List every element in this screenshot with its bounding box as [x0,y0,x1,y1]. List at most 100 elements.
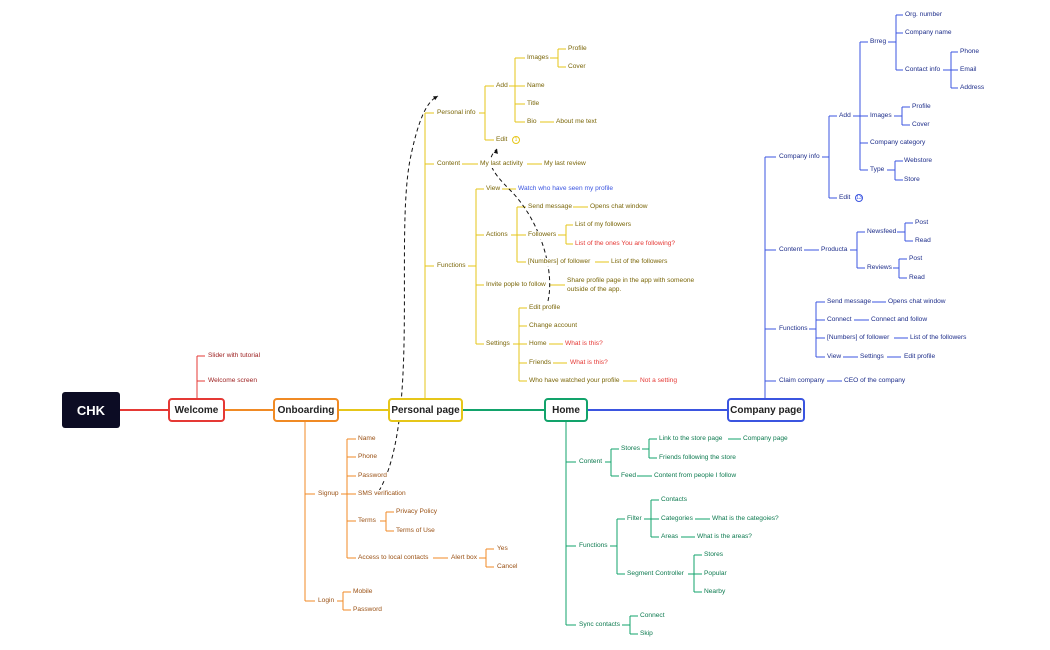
signup-node[interactable]: Signup [317,490,340,498]
home-content-node[interactable]: Content [578,458,604,466]
friends-following-store[interactable]: Friends following the store [658,454,737,462]
add-name[interactable]: Name [526,82,546,90]
company-numbers-of-follower[interactable]: [Numbers] of follower [826,334,891,342]
followers-node[interactable]: Followers [527,231,558,239]
company-name[interactable]: Company name [904,29,953,37]
segment-nearby[interactable]: Nearby [703,588,727,596]
share-profile-line2[interactable]: outside of the app. [566,286,623,294]
company-content-node[interactable]: Content [778,246,804,254]
newsfeed-post[interactable]: Post [914,219,930,227]
add-bio[interactable]: Bio [526,118,538,126]
company-edit-count-badge[interactable]: 13 [855,194,863,202]
type-store[interactable]: Store [903,176,921,184]
reviews-node[interactable]: Reviews [866,264,893,272]
company-images[interactable]: Images [869,112,893,120]
sync-connect[interactable]: Connect [639,612,666,620]
claim-company[interactable]: Claim company [778,377,826,385]
company-info-node[interactable]: Company info [778,153,821,161]
share-profile-line1[interactable]: Share profile page in the app with someo… [566,277,696,285]
terms-privacy[interactable]: Privacy Policy [395,508,439,516]
contact-email[interactable]: Email [959,66,978,74]
segment-popular[interactable]: Popular [703,570,728,578]
welcome-slider[interactable]: Slider with tutorial [207,352,262,360]
signup-name[interactable]: Name [357,435,377,443]
home-node[interactable]: Home [544,398,588,422]
filter-areas[interactable]: Areas [660,533,680,541]
alert-cancel[interactable]: Cancel [496,563,519,571]
settings-friends[interactable]: Friends [528,359,552,367]
settings-change-account[interactable]: Change account [528,322,579,330]
company-opens-chat[interactable]: Opens chat window [887,298,947,306]
list-of-followers[interactable]: List of the followers [610,258,669,266]
friends-note[interactable]: What is this? [569,359,609,367]
send-message[interactable]: Send message [527,203,573,211]
alert-box[interactable]: Alert box [450,554,479,562]
content-from-people[interactable]: Content from people I follow [653,472,738,480]
brreg-node[interactable]: Brreg [869,38,888,46]
settings-home[interactable]: Home [528,340,548,348]
newsfeed-node[interactable]: Newsfeed [866,228,898,236]
images-profile[interactable]: Profile [567,45,588,53]
root-node[interactable]: CHK [62,392,120,428]
signup-phone[interactable]: Phone [357,453,379,461]
company-images-profile[interactable]: Profile [911,103,932,111]
org-number[interactable]: Org. number [904,11,944,19]
filter-contacts[interactable]: Contacts [660,496,689,504]
functions-actions[interactable]: Actions [485,231,509,239]
segment-controller[interactable]: Segment Controller [626,570,685,578]
contact-info[interactable]: Contact info [904,66,942,74]
signup-access-contacts[interactable]: Access to local contacts [357,554,430,562]
functions-settings[interactable]: Settings [485,340,511,348]
areas-question[interactable]: What is the areas? [696,533,753,541]
products-node[interactable]: Producta [820,246,849,254]
company-list-followers[interactable]: List of the followers [909,334,968,342]
company-edit[interactable]: Edit [838,194,852,202]
filter-node[interactable]: Filter [626,515,643,523]
list-my-followers[interactable]: List of my followers [574,221,633,229]
connect-and-follow[interactable]: Connect and follow [870,316,929,324]
images-cover[interactable]: Cover [567,63,587,71]
filter-categories[interactable]: Categories [660,515,694,523]
view-edit-profile[interactable]: Edit profile [903,353,937,361]
login-password[interactable]: Password [352,606,383,614]
edit-count-badge[interactable]: 1 [512,136,520,144]
home-note[interactable]: What is this? [564,340,604,348]
view-settings[interactable]: Settings [859,353,885,361]
contact-address[interactable]: Address [959,84,986,92]
watched-note[interactable]: Not a setting [639,377,679,385]
reviews-read[interactable]: Read [908,274,926,282]
settings-edit-profile[interactable]: Edit profile [528,304,562,312]
personal-info-node[interactable]: Personal info [436,109,477,117]
personal-page-node[interactable]: Personal page [388,398,463,422]
company-view[interactable]: View [826,353,843,361]
opens-chat-window[interactable]: Opens chat window [589,203,649,211]
company-send-message[interactable]: Send message [826,298,872,306]
alert-yes[interactable]: Yes [496,545,509,553]
login-node[interactable]: Login [317,597,336,605]
home-feed[interactable]: Feed [620,472,638,480]
categories-question[interactable]: What is the categoies? [711,515,780,523]
images-node[interactable]: Images [526,54,550,62]
sync-skip[interactable]: Skip [639,630,654,638]
terms-of-use[interactable]: Terms of Use [395,527,436,535]
welcome-node[interactable]: Welcome [168,398,225,422]
onboarding-node[interactable]: Onboarding [273,398,339,422]
home-stores[interactable]: Stores [620,445,642,453]
personal-functions-node[interactable]: Functions [436,262,467,270]
company-page-node[interactable]: Company page [727,398,805,422]
company-category[interactable]: Company category [869,139,927,147]
functions-view[interactable]: View [485,185,502,193]
watch-who-seen[interactable]: Watch who have seen my profile [517,185,615,193]
contact-phone[interactable]: Phone [959,48,981,56]
home-functions-node[interactable]: Functions [578,542,609,550]
segment-stores[interactable]: Stores [703,551,725,559]
reviews-post[interactable]: Post [908,255,924,263]
settings-who-watched[interactable]: Who have watched your profile [528,377,621,385]
add-title[interactable]: Title [526,100,541,108]
sync-contacts-node[interactable]: Sync contacts [578,621,622,629]
signup-sms-verification[interactable]: SMS verification [357,490,407,498]
add-node[interactable]: Add [495,82,509,90]
company-functions-node[interactable]: Functions [778,325,809,333]
type-webstore[interactable]: Webstore [903,157,934,165]
company-connect[interactable]: Connect [826,316,853,324]
